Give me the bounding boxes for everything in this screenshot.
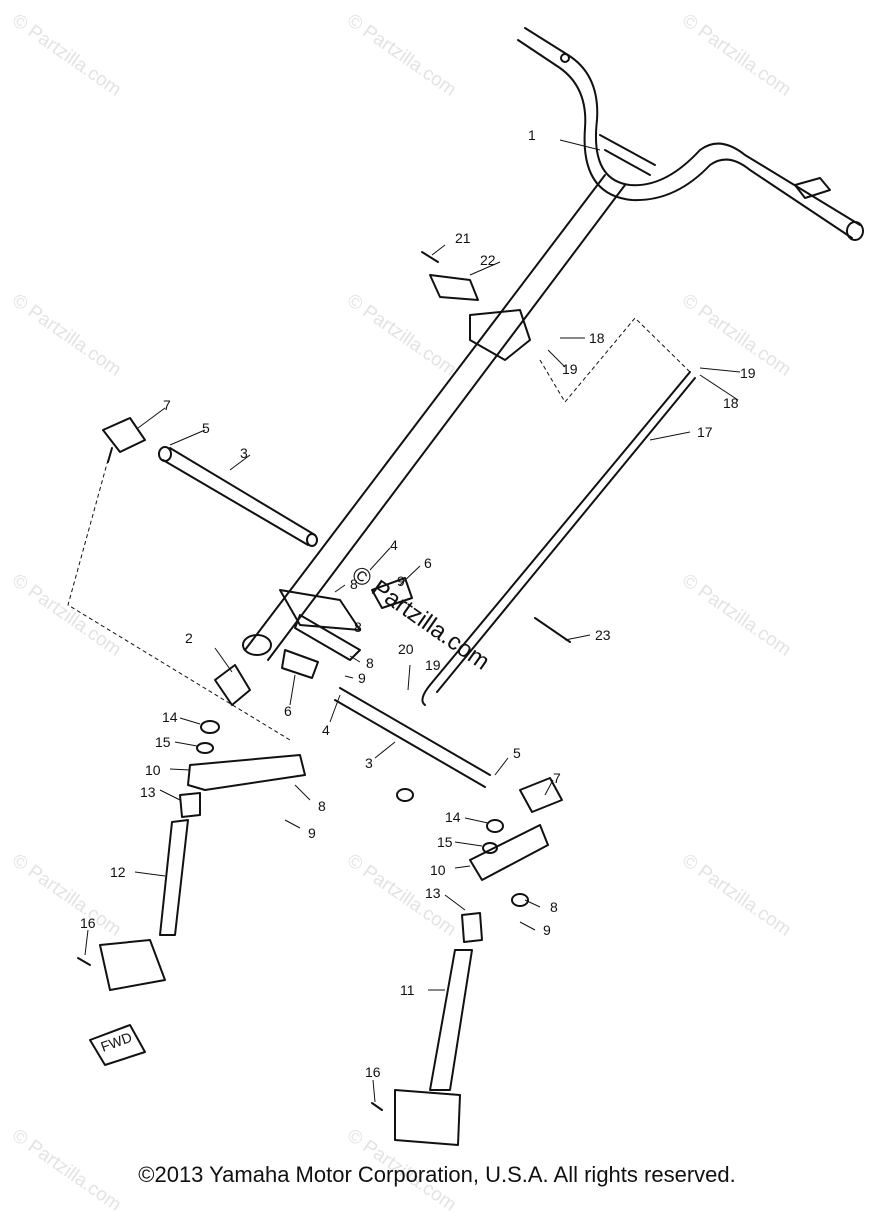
callout-label: 13 [425,885,441,901]
handlebar [517,27,864,241]
callout-label: 8 [318,798,326,814]
tie-rod-end-upper [102,417,146,453]
callout-label: 10 [145,762,161,778]
callout-label: 22 [480,252,496,268]
spindle-left [159,819,189,936]
callout-label: 15 [155,734,171,750]
bracket-bolt [421,251,439,263]
copyright-notice: ©2013 Yamaha Motor Corporation, U.S.A. A… [138,1162,736,1187]
callout-label: 3 [365,755,373,771]
callout-label: 1 [528,127,536,143]
steering-arm-left [187,754,306,791]
nut-left [200,720,220,734]
callout-labels: 1 2 3 3 4 4 5 5 6 6 7 7 8 8 8 8 8 9 9 9 … [80,127,756,1080]
guide-lines [67,317,691,741]
callout-label: 7 [553,770,561,786]
nut-arm-left [396,788,414,802]
ski-mount-left [99,939,166,991]
callout-label: 16 [80,915,96,931]
nut-right [486,819,504,833]
callout-label: 10 [430,862,446,878]
callout-label: 6 [284,703,292,719]
callout-label: 4 [322,722,330,738]
ski-mount-right [394,1089,461,1146]
fwd-arrow [89,1024,146,1066]
callout-label: 3 [240,445,248,461]
callout-label: 7 [163,397,171,413]
callout-label: 9 [308,825,316,841]
nut-arm-right [511,893,529,907]
callout-label: 2 [185,630,193,646]
pin [534,617,571,643]
ball-joint [281,649,319,679]
callout-label: 5 [513,745,521,761]
callout-label: 11 [400,982,415,998]
spring-left [179,792,201,818]
callout-label: 8 [354,619,362,635]
fwd-label: FWD [99,1029,134,1055]
tie-rod-upper [158,446,318,547]
callout-label: 5 [202,420,210,436]
callout-label: 12 [110,864,126,880]
callout-label: 8 [350,576,358,592]
washer-left [196,742,214,754]
callout-label: 13 [140,784,156,800]
callout-label: 16 [365,1064,381,1080]
callout-label: 17 [697,424,713,440]
callout-label: 15 [437,834,453,850]
callout-label: 8 [550,899,558,915]
tie-rod-end-stud [107,447,113,463]
ball-joint-upper [371,577,413,609]
tie-rod-end-lower [519,777,563,813]
callout-label: 19 [740,365,756,381]
callout-label: 8 [366,655,374,671]
column-bushing [214,664,251,706]
spring-right [461,912,483,943]
callout-label: 21 [455,230,471,246]
callout-label: 14 [162,709,178,725]
spindle-right [429,949,473,1091]
pitman-arm [294,614,361,661]
washer-right [482,842,498,854]
steering-arm-right [469,824,549,881]
tie-rod-lower [334,687,491,788]
callout-label: 18 [723,395,739,411]
callout-label: 9 [397,573,405,589]
callout-label: 19 [425,657,441,673]
callout-label: 20 [398,641,414,657]
callout-label: 23 [595,627,611,643]
steering-column [242,174,626,661]
bolt-right [371,1102,383,1111]
callout-label: 18 [589,330,605,346]
callout-label: 19 [562,361,578,377]
callout-label: 14 [445,809,461,825]
callout-label: 4 [390,537,398,553]
callout-label: 9 [543,922,551,938]
clamp-bracket [429,274,479,301]
bolt-left [77,957,91,966]
leader-lines [84,139,741,1103]
callout-label: 9 [358,670,366,686]
callout-label: 6 [424,555,432,571]
connecting-rod [421,371,696,706]
